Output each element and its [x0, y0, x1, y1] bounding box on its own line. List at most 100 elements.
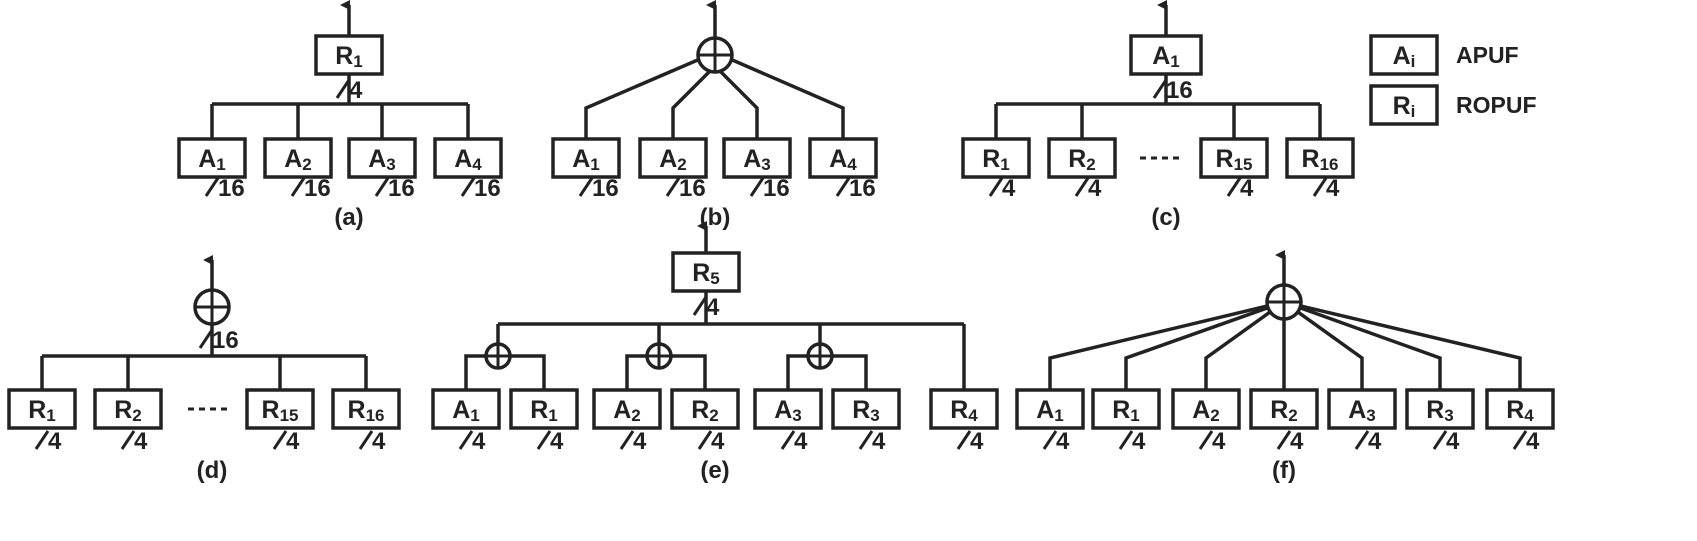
bitwidth-marker: 4: [1512, 428, 1540, 455]
box-label-subscript: 2: [1210, 406, 1219, 425]
bus-slash: [358, 430, 374, 450]
bus-slash: [665, 177, 681, 197]
bitwidth-marker: 4: [1118, 428, 1146, 455]
bitwidth-label: 4: [711, 428, 725, 455]
box-label: Ai: [1393, 42, 1416, 71]
connector-line: [1204, 310, 1272, 391]
puf-box-outline: [808, 137, 878, 179]
box-label-subscript: 2: [302, 155, 311, 174]
box-label: R15: [1216, 145, 1253, 174]
bitwidth-marker: 16: [374, 175, 415, 202]
puf-box-outline: [509, 388, 579, 430]
bitwidth-marker: 16: [578, 175, 619, 202]
child-box: R15: [1199, 137, 1269, 179]
box-label: R3: [1426, 396, 1454, 425]
box-label-base: A: [452, 396, 470, 424]
bitwidth-label: 16: [218, 175, 245, 202]
bitwidth-label: 16: [849, 175, 876, 202]
box-label-base: R: [335, 42, 353, 70]
bus-slash: [536, 430, 552, 450]
box-label-base: R: [1393, 92, 1411, 120]
box-label: A3: [1348, 396, 1376, 425]
box-label-base: A: [572, 145, 590, 173]
bus-slash: [1074, 177, 1090, 197]
bitwidth-marker: 4: [619, 428, 647, 455]
puf-box-outline: [1091, 388, 1161, 430]
bitwidth-label: 4: [872, 428, 886, 455]
box-label-subscript: 3: [761, 155, 770, 174]
connector-line: [832, 354, 868, 391]
legend-swatch: [1369, 34, 1439, 76]
bitwidth-marker: 4: [988, 175, 1016, 202]
box-label: A1: [198, 145, 226, 174]
box-label-base: R: [1068, 145, 1086, 173]
box-label-base: R: [982, 145, 1000, 173]
child-box: A2: [263, 137, 333, 179]
bitwidth-marker: 4: [358, 428, 386, 455]
box-label-subscript: 4: [968, 406, 978, 425]
bus-slash: [34, 430, 50, 450]
box-label: Ri: [1393, 92, 1416, 121]
puf-box-outline: [431, 388, 501, 430]
box-label-subscript: 15: [1234, 155, 1253, 174]
bus-slash: [198, 329, 214, 349]
child-box: A2: [592, 388, 662, 430]
box-label-base: R: [1302, 145, 1320, 173]
bitwidth-marker: 4: [1226, 175, 1254, 202]
bitwidth-marker: 16: [460, 175, 501, 202]
box-label-subscript: 16: [1320, 155, 1339, 174]
child-box: R4: [1485, 388, 1555, 430]
child-box: R3: [1405, 388, 1475, 430]
bus-slash: [858, 430, 874, 450]
box-label-subscript: 1: [1000, 155, 1009, 174]
child-box: A3: [1327, 388, 1397, 430]
box-label: A1: [1036, 396, 1064, 425]
puf-box-outline: [722, 137, 792, 179]
box-label-subscript: 1: [548, 406, 557, 425]
box-label: R4: [1506, 396, 1534, 425]
box-label-subscript: 2: [631, 406, 640, 425]
box-label: A3: [368, 145, 396, 174]
box-label: A3: [774, 396, 802, 425]
bitwidth-label: 4: [1326, 175, 1340, 202]
box-label-base: R: [114, 396, 132, 424]
box-label: R1: [530, 396, 558, 425]
bus-slash: [120, 430, 136, 450]
child-box: A4: [808, 137, 878, 179]
bus-slash: [697, 430, 713, 450]
child-box: R4: [929, 388, 999, 430]
child-box: A3: [347, 137, 417, 179]
box-label-subscript: 3: [1444, 406, 1453, 425]
child-box: R1: [1091, 388, 1161, 430]
box-label-subscript: 3: [792, 406, 801, 425]
puf-box-outline: [753, 388, 823, 430]
box-label-base: R: [262, 396, 280, 424]
bitwidth-marker: 4: [1042, 428, 1070, 455]
bus-slash: [272, 430, 288, 450]
bitwidth-label: 4: [372, 428, 386, 455]
root-box: A1: [1129, 34, 1203, 76]
box-label-base: R: [530, 396, 548, 424]
bitwidth-label: 16: [763, 175, 790, 202]
box-label-subscript: 16: [366, 406, 385, 425]
bus-slash: [780, 430, 796, 450]
box-label-base: R: [1270, 396, 1288, 424]
puf-box-outline: [1285, 137, 1355, 179]
bus-slash: [374, 177, 390, 197]
box-label-base: R: [28, 396, 46, 424]
connector-line: [584, 57, 701, 139]
box-label-subscript: 3: [870, 406, 879, 425]
box-label-subscript: 1: [1170, 52, 1179, 71]
bitwidth-marker: 16: [204, 175, 245, 202]
puf-box-outline: [331, 388, 401, 430]
bitwidth-marker: 4: [34, 428, 62, 455]
box-label-base: R: [348, 396, 366, 424]
box-label-base: A: [659, 145, 677, 173]
box-label-subscript: 2: [1288, 406, 1297, 425]
box-label-subscript: 2: [709, 406, 718, 425]
puf-box-outline: [1047, 137, 1117, 179]
box-label: R16: [348, 396, 385, 425]
pair-xor-gate: [484, 342, 512, 370]
box-label: R16: [1302, 145, 1339, 174]
